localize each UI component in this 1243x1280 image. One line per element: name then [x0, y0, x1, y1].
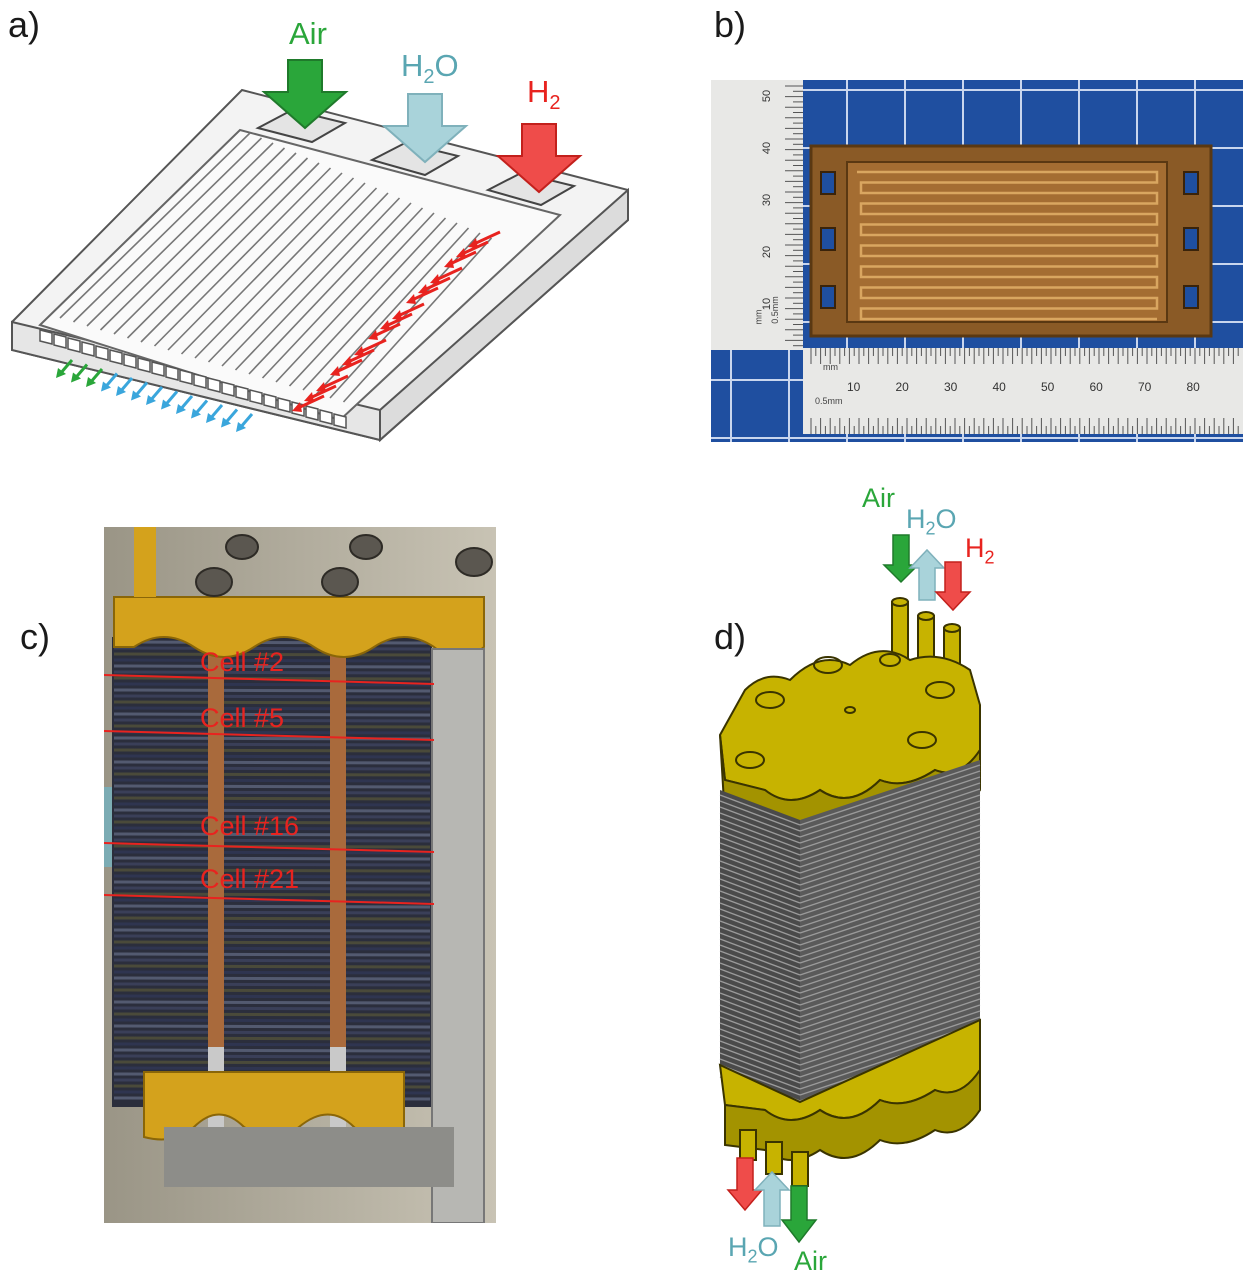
tie-rod-right [330, 607, 346, 1137]
d-hydrogen-h: H [965, 533, 985, 563]
vertical-ruler-tick-label: 40 [761, 141, 774, 155]
channel-outlets [39, 329, 347, 429]
panel-d-top-water-label: H2O [906, 504, 957, 539]
vertical-ruler-tick-label: 20 [761, 245, 774, 259]
cell-21-label: Cell #21 [200, 864, 300, 894]
top-plate-holes [735, 653, 955, 769]
serpentine-channel [857, 170, 1159, 321]
vertical-ruler-res: 0.5mm [769, 296, 780, 324]
gold-rod [134, 527, 156, 597]
panel-d-bottom-water-label: H2O [728, 1232, 779, 1267]
panel-c-label: c) [20, 616, 50, 657]
plate-ports [820, 171, 1199, 309]
d-bwater-h: H [728, 1232, 748, 1262]
bottom-hydrogen-arrow [726, 1157, 764, 1212]
tie-rod-left [208, 607, 224, 1137]
top-hydrogen-arrow [934, 561, 972, 612]
bottom-water-arrow [753, 1170, 791, 1227]
exit-arrows [56, 359, 254, 432]
water-h: H [401, 48, 424, 83]
cell-2-label: Cell #2 [200, 647, 285, 677]
bolts [195, 534, 493, 597]
cell-5-label: Cell #5 [200, 703, 285, 733]
cell-16-label: Cell #16 [200, 811, 300, 841]
panel-a-air-label: Air [289, 16, 327, 51]
horizontal-ruler-tick-label: 50 [1041, 380, 1055, 394]
d-bwater-o: O [757, 1232, 779, 1262]
panel-a-label: a) [8, 4, 41, 45]
vertical-ruler-tick-label: 50 [761, 89, 774, 103]
water-sub: 2 [423, 66, 435, 89]
vertical-ruler [711, 80, 803, 350]
panel-d-bottom-air-label: Air [794, 1246, 827, 1276]
horizontal-ruler-tick-label: 40 [992, 380, 1006, 394]
d-water-o: O [935, 504, 957, 534]
hydrogen-h: H [527, 74, 550, 109]
vertical-ruler-unit: mm [753, 309, 764, 325]
d-water-h: H [906, 504, 926, 534]
horizontal-ruler-res: 0.5mm [815, 396, 843, 406]
panel-d-top-air-label: Air [862, 483, 895, 513]
panel-b-grid [711, 80, 1243, 442]
hydrogen-inlet-arrow [495, 123, 583, 194]
panel-d-stack-render [718, 534, 981, 1244]
hydrogen-channel-arrows [292, 230, 501, 412]
top-end-plate [113, 596, 485, 658]
hydrogen-sub: 2 [549, 92, 561, 115]
water-inlet-arrow [381, 93, 469, 164]
top-air-arrow [882, 534, 920, 584]
vertical-ruler-tick-label: 30 [761, 193, 774, 207]
air-inlet-arrow [261, 59, 349, 130]
horizontal-ruler-tick-label: 80 [1186, 380, 1200, 394]
panel-c-stack-photo [104, 527, 496, 1223]
d-hydrogen-sub: 2 [984, 547, 995, 568]
horizontal-ruler-tick-label: 10 [847, 380, 861, 394]
flow-channels [59, 132, 493, 403]
panel-d-label: d) [714, 616, 747, 657]
horizontal-ruler-tick-label: 30 [944, 380, 958, 394]
panel-a-hydrogen-label: H2 [527, 74, 561, 115]
panel-c-photo: Cell #2 Cell #5 Cell #16 Cell #21 [104, 527, 496, 1223]
top-water-arrow [908, 548, 946, 601]
panel-d-top-hydrogen-label: H2 [965, 533, 995, 568]
panel-b-label: b) [714, 4, 747, 45]
cell-marker-lines [104, 674, 435, 905]
plate-flow-field [846, 161, 1168, 323]
panel-a-water-label: H2O [401, 48, 459, 89]
horizontal-ruler-tick-label: 70 [1138, 380, 1152, 394]
bottom-air-arrow [780, 1185, 818, 1244]
d-bwater-sub: 2 [747, 1246, 758, 1267]
horizontal-ruler [803, 348, 1243, 434]
horizontal-ruler-unit: mm [823, 362, 838, 372]
water-o: O [434, 48, 459, 83]
d-water-sub: 2 [925, 518, 936, 539]
horizontal-ruler-tick-label: 20 [895, 380, 909, 394]
panel-a-plate-diagram [11, 59, 629, 443]
horizontal-ruler-tick-label: 60 [1089, 380, 1103, 394]
stack-side-face [800, 760, 980, 1110]
